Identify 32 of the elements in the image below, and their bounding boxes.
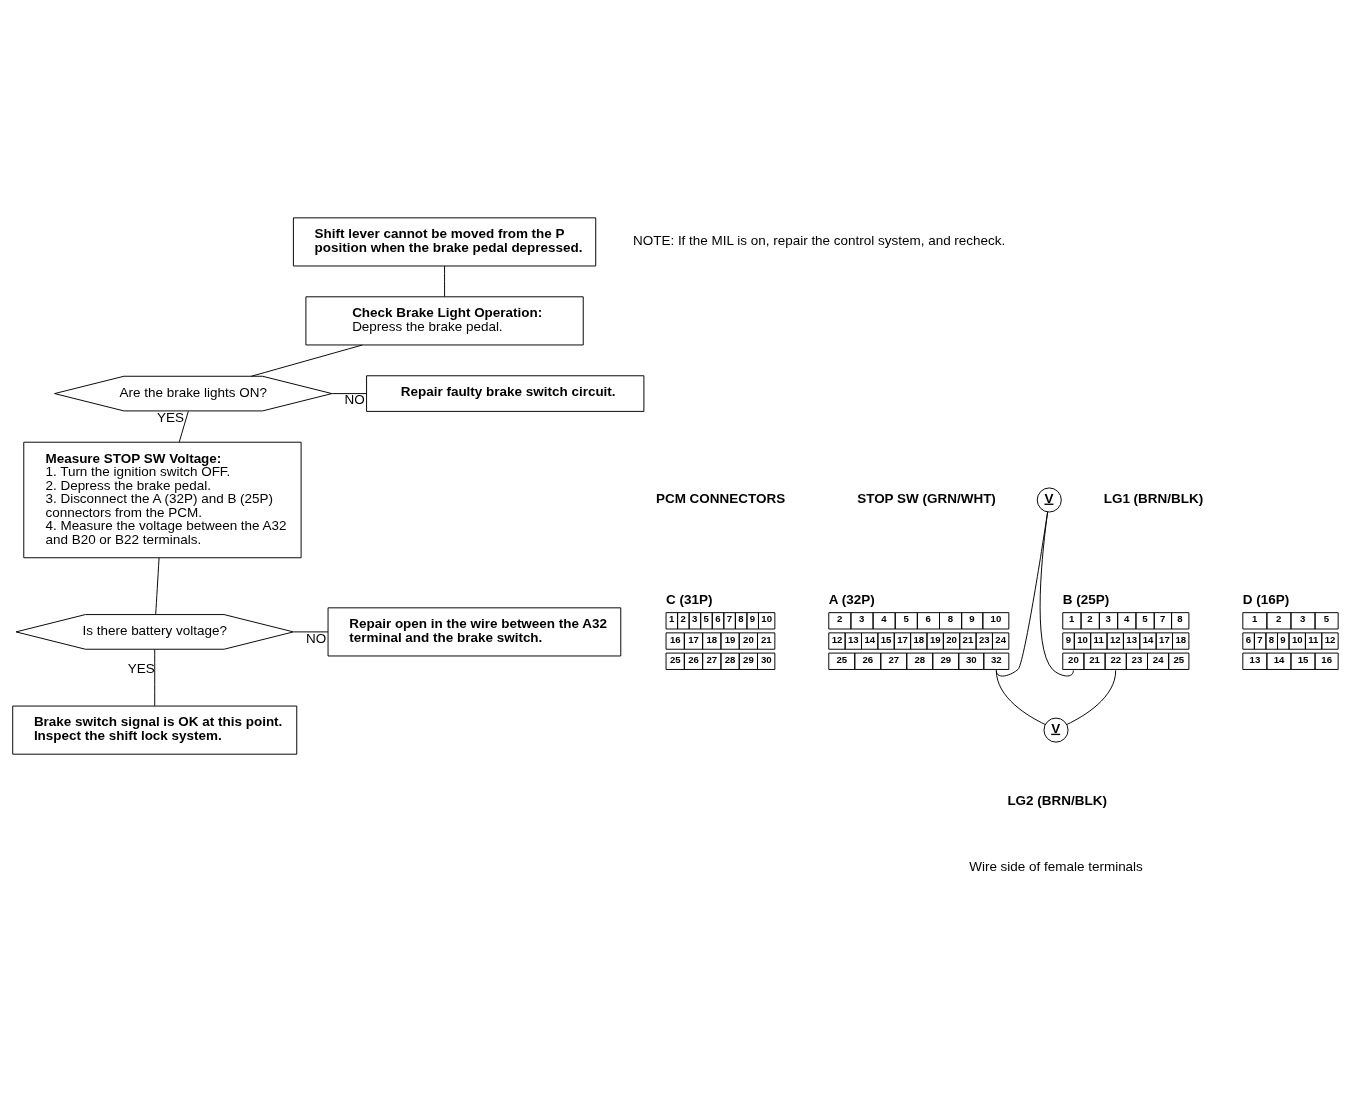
- label: Wire side of female terminals: [969, 858, 1143, 874]
- label: LG1 (BRN/BLK): [1103, 490, 1204, 506]
- node-box: Measure STOP SW Voltage: 1. Turn the ignition switch OFF. 2. Depress the brake pedal. 3. Disconnect the A (32P) and B (25P) connectors from the PCM. 4. Measure the voltage between the A32 and B20 or B22 terminals.: [23, 441, 302, 558]
- node-box: Repair open in the wire between the A32 terminal and the brake switch.: [327, 606, 622, 656]
- label: LG2 (BRN/BLK): [1007, 792, 1107, 808]
- node-box: Brake switch signal is OK at this point. Inspect the shift lock system.: [12, 705, 298, 755]
- edge-label: YES: [157, 409, 185, 425]
- connector: [995, 669, 1046, 725]
- node-box: Repair faulty brake switch circuit.: [366, 374, 645, 412]
- node-circle: V: [1043, 717, 1069, 743]
- connector: [178, 410, 189, 442]
- label: NOTE: If the MIL is on, repair the control system, and recheck.: [632, 232, 1006, 248]
- edge-label: NO: [305, 630, 327, 646]
- label: PCM CONNECTORS: [655, 490, 786, 506]
- label: STOP SW (GRN/WHT): [857, 490, 996, 506]
- connector: [1039, 511, 1074, 676]
- edge-label: YES: [127, 660, 155, 676]
- connector: [293, 630, 329, 632]
- node-box: Check Brake Light Operation: Depress the brake pedal.: [305, 295, 584, 345]
- connector: [444, 265, 446, 297]
- connector: [154, 648, 156, 706]
- node-label: C (31P): [666, 591, 713, 607]
- connector: [1066, 669, 1117, 725]
- node-label: A (32P): [828, 591, 875, 607]
- edge-label: NO: [344, 391, 365, 407]
- node-circle: V: [1036, 486, 1062, 512]
- node-label: D (16P): [1242, 591, 1290, 607]
- node-box: Shift lever cannot be moved from the P position when the brake pedal depressed.: [292, 216, 597, 266]
- connector: [331, 392, 367, 394]
- connector: [250, 344, 363, 377]
- node-label: B (25P): [1062, 591, 1110, 607]
- connector: [155, 557, 160, 615]
